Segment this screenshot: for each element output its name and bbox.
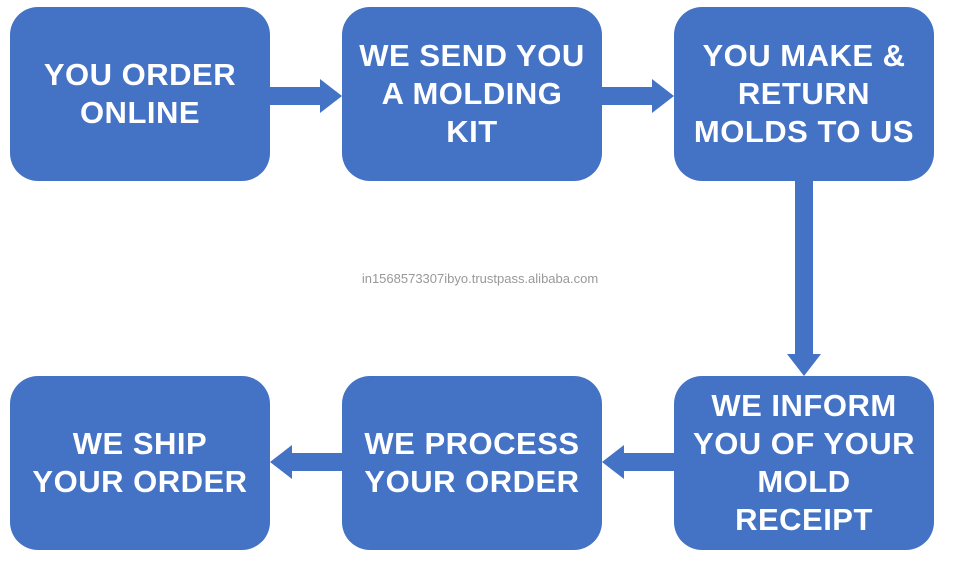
- arrow-down-icon: [787, 181, 821, 376]
- arrow-right-icon: [602, 79, 674, 113]
- step-you-make-return-molds: YOU MAKE & RETURN MOLDS TO US: [674, 7, 934, 181]
- step-we-inform-mold-receipt: WE INFORM YOU OF YOUR MOLD RECEIPT: [674, 376, 934, 550]
- arrow-left-icon: [602, 445, 674, 479]
- step-we-send-molding-kit: WE SEND YOU A MOLDING KIT: [342, 7, 602, 181]
- arrow-right-icon: [270, 79, 342, 113]
- arrow-left-icon: [270, 445, 342, 479]
- step-you-order-online: YOU ORDER ONLINE: [10, 7, 270, 181]
- step-we-process-order: WE PROCESS YOUR ORDER: [342, 376, 602, 550]
- watermark-text: in1568573307ibyo.trustpass.alibaba.com: [361, 271, 599, 286]
- step-we-ship-order: WE SHIP YOUR ORDER: [10, 376, 270, 550]
